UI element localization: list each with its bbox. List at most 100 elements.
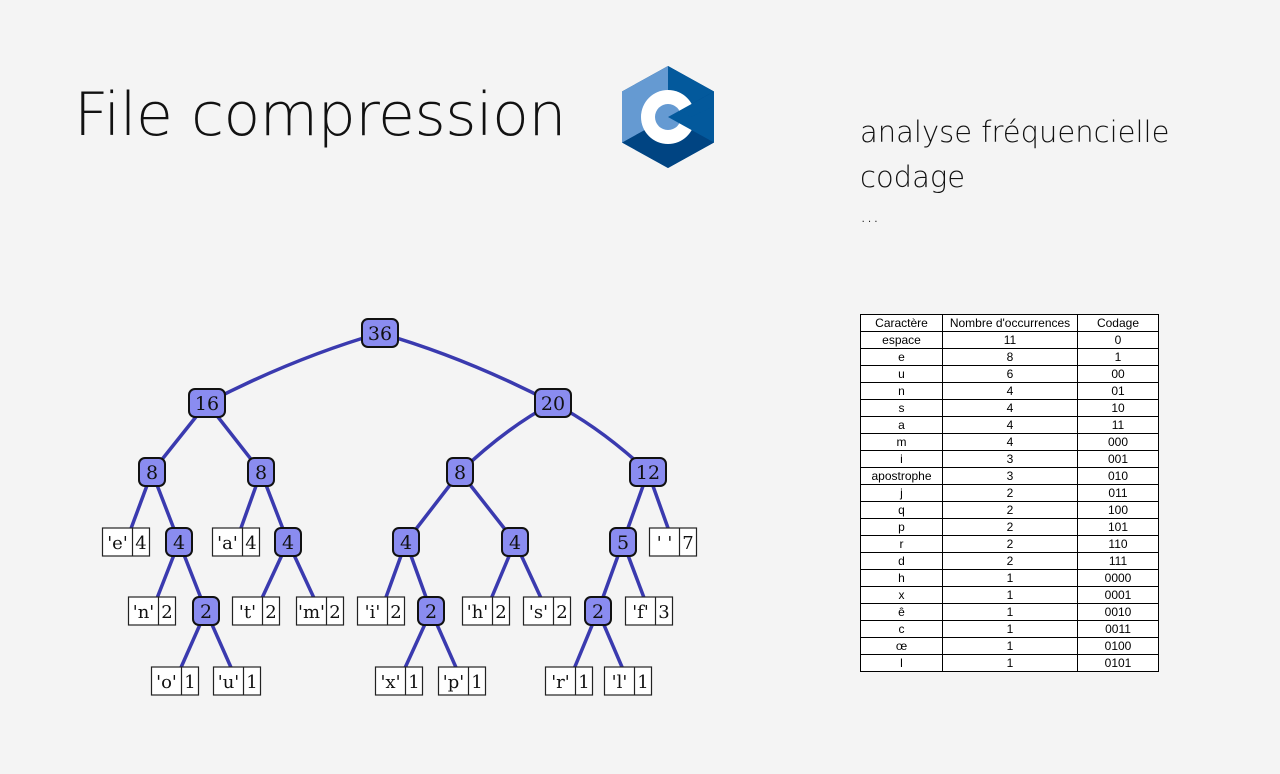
- tree-internal-node: 12: [629, 457, 667, 487]
- table-cell: 4: [942, 433, 1078, 451]
- table-cell: h: [860, 569, 943, 587]
- table-cell: j: [860, 484, 943, 502]
- table-cell: 0010: [1077, 603, 1159, 621]
- table-cell: 0: [1077, 331, 1159, 349]
- table-cell: 000: [1077, 433, 1159, 451]
- table-cell: x: [860, 586, 943, 604]
- leaf-char-label: 'l': [612, 672, 628, 693]
- tree-leaf: 'n'2: [127, 596, 177, 626]
- tree-internal-node: 8: [247, 457, 275, 487]
- node-weight-label: 16: [195, 393, 219, 415]
- tree-internal-node: 4: [501, 527, 529, 557]
- table-cell: 010: [1077, 467, 1159, 485]
- table-cell: 8: [942, 348, 1078, 366]
- table-cell: 101: [1077, 518, 1159, 536]
- table-cell: 1: [942, 569, 1078, 587]
- node-weight-label: 36: [368, 323, 392, 345]
- tree-edge: [379, 331, 554, 405]
- table-cell: d: [860, 552, 943, 570]
- table-cell: 3: [942, 467, 1078, 485]
- table-cell: 10: [1077, 399, 1159, 417]
- leaf-char-label: 'i': [365, 602, 381, 623]
- node-weight-label: 4: [282, 532, 294, 554]
- table-cell: 1: [942, 654, 1078, 672]
- leaf-char-label: 'p': [443, 672, 464, 693]
- c-language-logo-icon: [622, 66, 714, 168]
- leaf-count-label: 2: [265, 602, 276, 623]
- table-cell: 1: [942, 620, 1078, 638]
- table-cell: 100: [1077, 501, 1159, 519]
- tree-leaf: 'e'4: [101, 527, 151, 557]
- table-cell: 2: [942, 501, 1078, 519]
- tree-leaf: 'm'2: [295, 596, 345, 626]
- leaf-count-label: 3: [658, 602, 669, 623]
- tree-edge: [206, 331, 381, 405]
- table-cell: u: [860, 365, 943, 383]
- node-weight-label: 8: [255, 462, 267, 484]
- table-cell: e: [860, 348, 943, 366]
- topic-item: codage: [860, 160, 966, 194]
- node-weight-label: 5: [617, 532, 629, 554]
- node-weight-label: 4: [509, 532, 521, 554]
- leaf-count-label: 2: [495, 602, 506, 623]
- tree-leaf: 'o' 1: [150, 666, 200, 696]
- tree-internal-node: 4: [392, 527, 420, 557]
- table-cell: 6: [942, 365, 1078, 383]
- table-cell: 0001: [1077, 586, 1159, 604]
- leaf-count-label: 1: [246, 672, 257, 693]
- leaf-char-label: 'x': [380, 672, 400, 693]
- leaf-count-label: 4: [245, 533, 256, 554]
- tree-internal-node: 5: [609, 527, 637, 557]
- table-cell: 2: [942, 535, 1078, 553]
- topic-item: ...: [860, 203, 880, 227]
- table-header-row: Caractère Nombre d'occurrences Codage: [860, 314, 1159, 332]
- table-cell: 0000: [1077, 569, 1159, 587]
- leaf-count-label: 4: [135, 533, 146, 554]
- tree-internal-node: 2: [192, 596, 220, 626]
- leaf-char-label: ' ': [657, 533, 673, 554]
- leaf-count-label: 2: [329, 602, 340, 623]
- table-cell: r: [860, 535, 943, 553]
- node-weight-label: 8: [146, 462, 158, 484]
- leaf-char-label: 'h': [467, 602, 489, 623]
- tree-leaves: 'e'4'a'4' '7'n'2't'2'm'2'i'2'h'2's'2'f'3…: [101, 527, 698, 696]
- table-header: Nombre d'occurrences: [942, 314, 1078, 332]
- topic-list: analyse fréquencielle codage ...: [860, 110, 1169, 230]
- node-weight-label: 2: [592, 601, 604, 623]
- leaf-count-label: 2: [390, 602, 401, 623]
- table-cell: 11: [1077, 416, 1159, 434]
- table-cell: s: [860, 399, 943, 417]
- table-cell: 0101: [1077, 654, 1159, 672]
- tree-internal-node: 8: [138, 457, 166, 487]
- huffman-code-table: Caractère Nombre d'occurrences Codage es…: [860, 314, 1159, 672]
- tree-internal-node: 4: [274, 527, 302, 557]
- tree-internal-node: 4: [165, 527, 193, 557]
- table-cell: 3: [942, 450, 1078, 468]
- table-cell: 4: [942, 382, 1078, 400]
- leaf-char-label: 'a': [217, 533, 238, 554]
- table-cell: p: [860, 518, 943, 536]
- table-cell: m: [860, 433, 943, 451]
- table-header: Caractère: [860, 314, 943, 332]
- tree-leaf: ' '7: [648, 527, 698, 557]
- leaf-count-label: 2: [161, 602, 172, 623]
- leaf-char-label: 'm': [298, 602, 325, 623]
- leaf-char-label: 'o': [156, 672, 177, 693]
- tree-internal-node: 20: [534, 388, 572, 418]
- table-cell: 111: [1077, 552, 1159, 570]
- tree-edges: [124, 331, 675, 682]
- leaf-char-label: 's': [529, 602, 548, 623]
- node-weight-label: 12: [636, 462, 660, 484]
- leaf-count-label: 1: [408, 672, 419, 693]
- leaf-count-label: 1: [184, 672, 195, 693]
- table-cell: 001: [1077, 450, 1159, 468]
